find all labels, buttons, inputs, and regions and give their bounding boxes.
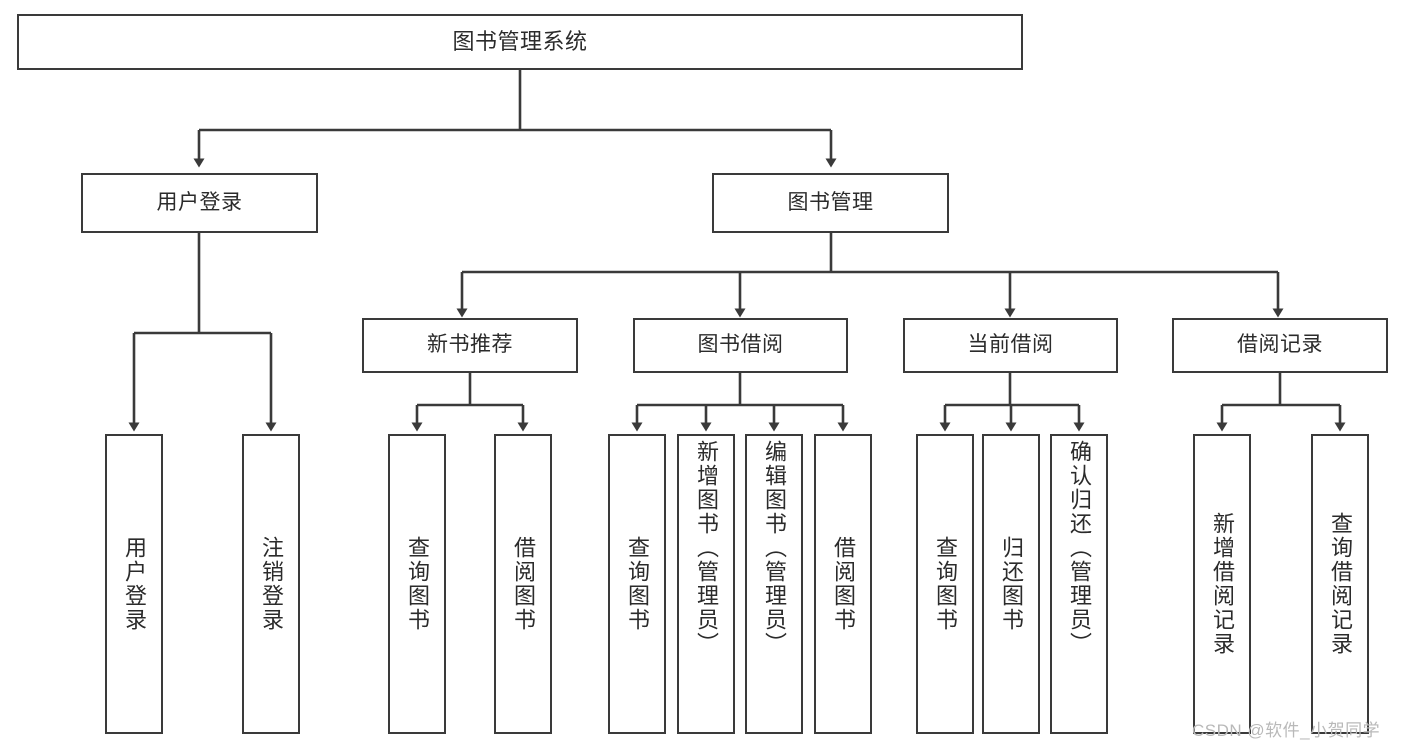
node-root-library-system[interactable]: 图书管理系统 [17, 14, 1023, 70]
node-label: 图书管理系统 [452, 29, 588, 55]
leaf-add-book-admin[interactable]: 新增图书（管理员） [677, 434, 735, 734]
node-label: 查询图书 [405, 536, 430, 632]
node-borrow-record[interactable]: 借阅记录 [1172, 318, 1388, 373]
node-label: 图书管理 [787, 190, 874, 214]
node-label: 新增图书（管理员） [694, 440, 719, 656]
node-label: 查询图书 [933, 536, 958, 632]
node-label: 借阅图书 [511, 536, 536, 632]
leaf-return-book[interactable]: 归还图书 [982, 434, 1040, 734]
leaf-confirm-return-admin[interactable]: 确认归还（管理员） [1050, 434, 1108, 734]
node-label: 新增借阅记录 [1210, 512, 1235, 656]
node-label: 用户登录 [122, 536, 147, 632]
node-book-borrow[interactable]: 图书借阅 [633, 318, 848, 373]
node-label: 确认归还（管理员） [1067, 440, 1092, 656]
csdn-watermark: CSDN @软件_小贺同学 [1192, 721, 1381, 740]
node-label: 借阅图书 [831, 536, 856, 632]
leaf-borrow-book[interactable]: 借阅图书 [814, 434, 872, 734]
node-label: 借阅记录 [1237, 333, 1323, 357]
leaf-borrow-book-recommend[interactable]: 借阅图书 [494, 434, 552, 734]
leaf-query-book-borrow[interactable]: 查询图书 [608, 434, 666, 734]
leaf-query-book-current[interactable]: 查询图书 [916, 434, 974, 734]
node-label: 查询借阅记录 [1328, 512, 1353, 656]
node-label: 归还图书 [999, 536, 1024, 632]
node-label: 新书推荐 [427, 333, 513, 357]
node-label: 当前借阅 [967, 333, 1054, 357]
node-label: 图书借阅 [697, 333, 784, 357]
leaf-logout-login[interactable]: 注销登录 [242, 434, 300, 734]
node-label: 编辑图书（管理员） [762, 440, 787, 656]
leaf-user-login[interactable]: 用户登录 [105, 434, 163, 734]
leaf-add-borrow-record[interactable]: 新增借阅记录 [1193, 434, 1251, 734]
leaf-query-borrow-record[interactable]: 查询借阅记录 [1311, 434, 1369, 734]
node-label: 注销登录 [259, 536, 284, 632]
node-current-borrow[interactable]: 当前借阅 [903, 318, 1118, 373]
leaf-query-book-recommend[interactable]: 查询图书 [388, 434, 446, 734]
node-label: 查询图书 [625, 536, 650, 632]
node-label: 用户登录 [156, 190, 243, 214]
leaf-edit-book-admin[interactable]: 编辑图书（管理员） [745, 434, 803, 734]
node-new-book-recommend[interactable]: 新书推荐 [362, 318, 578, 373]
node-book-management[interactable]: 图书管理 [712, 173, 949, 233]
node-user-login[interactable]: 用户登录 [81, 173, 318, 233]
